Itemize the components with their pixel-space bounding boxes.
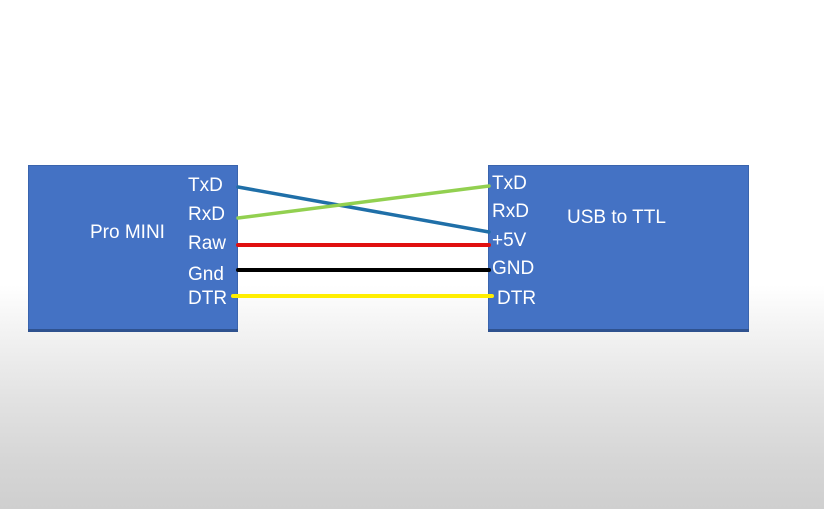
usb-ttl-pin-rxd: RxD <box>492 201 529 222</box>
usb-ttl-board <box>488 165 749 332</box>
board-edge <box>488 329 749 332</box>
pro-mini-pin-txd: TxD <box>188 175 223 196</box>
usb-ttl-title: USB to TTL <box>567 207 666 228</box>
usb-ttl-pin-gnd: GND <box>492 258 535 279</box>
pro-mini-board <box>28 165 238 332</box>
usb-ttl-pin-5v: +5V <box>492 230 527 251</box>
pro-mini-pin-rxd: RxD <box>188 204 225 225</box>
pro-mini-pin-raw: Raw <box>188 233 227 254</box>
usb-ttl-pin-txd: TxD <box>492 173 527 194</box>
board-edge <box>28 329 238 332</box>
pro-mini-pin-dtr: DTR <box>188 288 228 309</box>
wire-rxd-to-txd <box>236 184 491 220</box>
usb-ttl-pin-dtr: DTR <box>497 288 537 309</box>
pro-mini-title: Pro MINI <box>90 222 165 243</box>
pro-mini-pin-gnd: Gnd <box>188 264 224 285</box>
wire-txd-to-5v <box>236 185 491 234</box>
